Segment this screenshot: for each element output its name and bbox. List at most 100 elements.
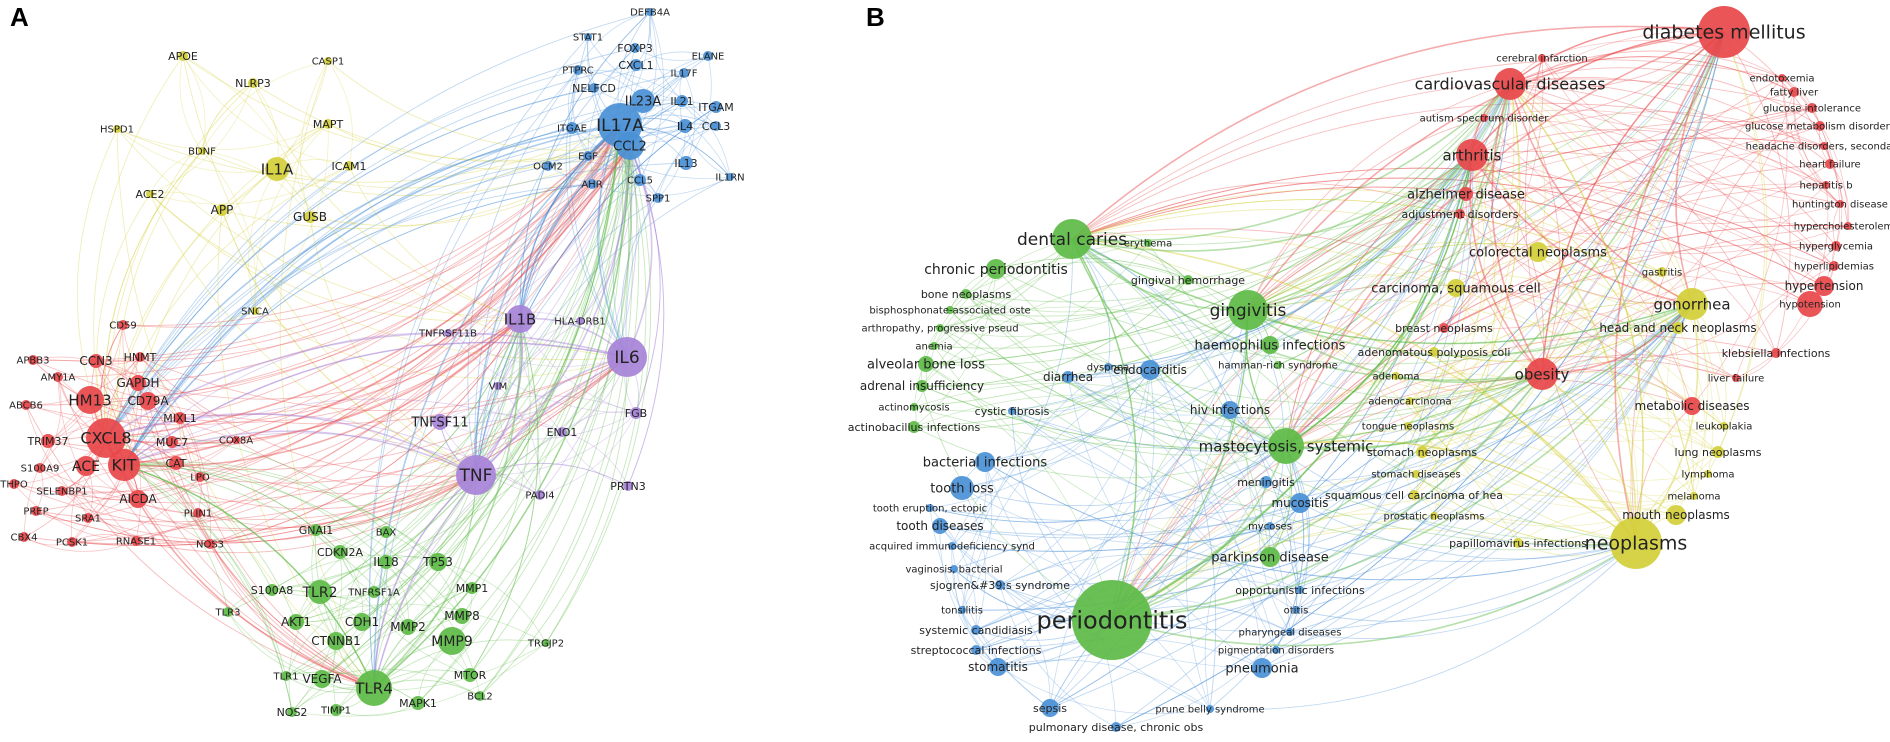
panel-b-edge <box>939 327 1637 551</box>
panel-b-edge <box>965 293 1271 558</box>
node-gapdh <box>130 375 146 391</box>
label-ace: ACE <box>72 459 100 475</box>
node-pulmonary-disease-chronic-obs <box>1111 722 1121 732</box>
panel-b-edge <box>1459 163 1831 234</box>
node-headache-disorders-secondary <box>1820 142 1828 150</box>
panel-a-edge <box>95 145 631 362</box>
panel-a-edge <box>25 404 137 542</box>
node-il1b <box>506 305 534 333</box>
panel-a-edge <box>123 145 631 466</box>
panel-b-edge <box>1049 369 1155 709</box>
panel-b-edge <box>1413 83 1521 496</box>
panel-b-edge <box>1275 303 1693 651</box>
panel-a-edge <box>87 474 477 543</box>
label-tnfsf11: TNFSF11 <box>410 416 468 431</box>
panel-b-edge <box>1421 271 1663 453</box>
panel-b-edge <box>1247 242 1539 311</box>
panel-b-edge <box>1111 513 1435 621</box>
panel-b-edge <box>921 242 1149 387</box>
panel-b-edge <box>1509 83 1849 227</box>
panel-b-edge <box>913 382 1287 447</box>
node-hnmt <box>135 352 145 362</box>
panel-a-edge <box>335 702 419 717</box>
panel-b-edge <box>1537 251 1719 453</box>
panel-a-edge <box>577 69 717 127</box>
panel-a-edge <box>123 398 563 466</box>
node-fgb <box>630 407 642 419</box>
panel-a-edge <box>149 193 477 476</box>
panel-b-edge <box>1471 31 1725 156</box>
panel-b-edge <box>1111 375 1397 621</box>
node-cxcl1 <box>630 59 642 71</box>
panel-a-edge <box>105 69 579 439</box>
panel-b-edge <box>1395 375 1725 442</box>
panel-a-edge <box>572 69 589 157</box>
node-ctnnb1 <box>327 632 345 650</box>
label-tooth-loss: tooth loss <box>930 482 994 497</box>
label-stomatitis: stomatitis <box>968 660 1028 674</box>
panel-a-edge <box>385 124 621 533</box>
panel-a-edge <box>197 124 621 514</box>
node-erythema <box>1144 239 1152 247</box>
node-alzheimer-disease <box>1459 187 1473 201</box>
node-adjustment-disorders <box>1455 209 1465 219</box>
panel-a-edge <box>519 124 621 320</box>
panel-a-edge <box>105 87 595 439</box>
panel-a-edge <box>35 474 477 544</box>
label-fatty-liver: fatty liver <box>1770 88 1819 99</box>
panel-b-edge <box>1275 445 1305 651</box>
panel-b-edge <box>1071 238 1217 710</box>
panel-a-edge <box>149 165 350 205</box>
node-cxcl8 <box>86 418 126 458</box>
label-tongue-neoplasms: tongue neoplasms <box>1362 422 1454 433</box>
panel-b-edge <box>1071 238 1271 558</box>
node-vaginosis-bacterial <box>950 565 958 573</box>
node-tlr1 <box>281 671 291 681</box>
node-snca <box>251 307 259 315</box>
label-cat: CAT <box>165 457 186 470</box>
panel-a-edge <box>57 376 375 689</box>
label-bacterial-infections: bacterial infections <box>923 456 1048 471</box>
panel-b-edge <box>1011 410 1637 562</box>
node-cbx4 <box>19 532 29 542</box>
panel-a-edge <box>105 435 387 533</box>
panel-b-edge <box>1285 154 1473 447</box>
panel-b-edge <box>1541 31 1725 375</box>
panel-b-edge <box>1691 107 1813 305</box>
panel-a-edge <box>291 615 463 713</box>
node-hspd1 <box>113 125 121 133</box>
panel-b-edge <box>961 487 1271 544</box>
label-il4: IL4 <box>677 120 693 133</box>
label-leukoplakia: leukoplakia <box>1696 422 1753 433</box>
panel-b-edge <box>1071 186 1811 305</box>
panel-b-edge <box>1723 31 1849 227</box>
label-obesity: obesity <box>1515 365 1570 383</box>
panel-b-edge <box>1443 57 1544 329</box>
panel-b-edge <box>933 154 1473 349</box>
panel-a-edge <box>57 124 621 378</box>
node-ace2 <box>146 190 154 198</box>
panel-a-edge <box>369 36 589 689</box>
panel-b-edge <box>1067 309 1249 378</box>
panel-b-edge <box>929 445 1287 523</box>
label-gnai1: GNAI1 <box>299 524 334 537</box>
label-hnmt: HNMT <box>124 351 157 364</box>
panel-a-edge <box>209 318 521 545</box>
panel-b-edge <box>1471 31 1725 156</box>
label-trim37: TRIM37 <box>26 435 68 448</box>
panel-b-edge <box>1071 31 1725 245</box>
label-tlr1: TLR1 <box>273 672 299 683</box>
panel-b-edge <box>984 461 1637 581</box>
panel-a-edge <box>179 417 202 514</box>
panel-b-edge <box>1781 77 1821 127</box>
panel-a-edge <box>587 36 641 181</box>
panel-b-edge <box>1071 83 1511 242</box>
label-neoplasms: neoplasms <box>1585 533 1688 555</box>
panel-b-edge <box>1285 356 1737 447</box>
panel-a-edge <box>635 51 709 66</box>
panel-b-edge <box>1541 91 1795 375</box>
panel-a-edge <box>545 124 647 644</box>
panel-a-edge <box>221 145 631 230</box>
panel-a-edge <box>598 64 637 358</box>
